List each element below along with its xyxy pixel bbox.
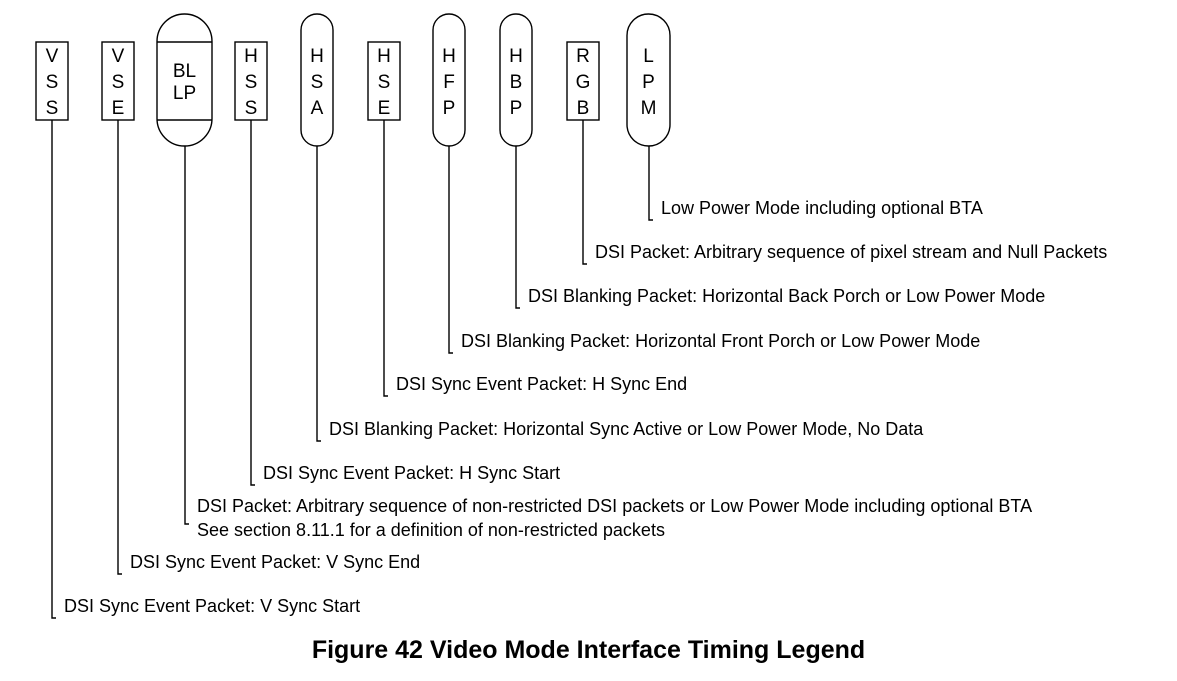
symbol-hbp-leader-line (515, 146, 520, 309)
symbol-bllp-letter: LP (173, 83, 196, 104)
symbol-rgb-letter: G (576, 72, 591, 93)
symbol-bllp-leader-line (184, 146, 189, 525)
symbol-hsa-leader-line (316, 146, 321, 442)
symbol-vse-leader-line (117, 120, 122, 575)
symbol-hse-leader-line (383, 120, 388, 397)
symbol-hse-shape (367, 41, 401, 121)
symbol-vss-description: DSI Sync Event Packet: V Sync Start (64, 596, 360, 616)
symbol-lpm-letter: L (643, 46, 654, 67)
symbol-vss-letter: S (46, 98, 59, 119)
symbol-hsa-description: DSI Blanking Packet: Horizontal Sync Act… (329, 419, 924, 439)
symbol-lpm-letter: P (642, 72, 655, 93)
symbol-hbp-letter: H (509, 46, 523, 67)
symbol-hsa-letter: H (310, 46, 324, 67)
symbol-hss-leader-line (250, 120, 255, 486)
symbol-rgb-letter: R (576, 46, 590, 67)
symbol-hss-shape (234, 41, 268, 121)
symbol-vse-description: DSI Sync Event Packet: V Sync End (130, 552, 420, 572)
figure-caption: Figure 42 Video Mode Interface Timing Le… (311, 636, 866, 664)
symbol-hse-letter: H (377, 46, 391, 67)
symbol-lpm: LPM Low Power Mode including optional BTA (626, 13, 983, 221)
symbol-bllp-description: See section 8.11.1 for a definition of n… (197, 520, 665, 540)
symbol-vse-shape (101, 41, 135, 121)
symbol-rgb-leader-line (582, 120, 587, 265)
symbol-hss-letter: H (244, 46, 258, 67)
symbol-vse-letter: S (112, 72, 125, 93)
symbol-hfp-leader-line (448, 146, 453, 354)
symbol-lpm-letter: M (641, 98, 657, 119)
symbol-vse-letter: E (112, 98, 125, 119)
symbol-hbp-letter: P (510, 98, 523, 119)
symbol-hse-letter: S (378, 72, 391, 93)
symbol-bllp-letter: BL (173, 61, 196, 82)
symbol-hse-letter: E (378, 98, 391, 119)
symbol-hss-description: DSI Sync Event Packet: H Sync Start (263, 463, 560, 483)
symbol-hfp-description: DSI Blanking Packet: Horizontal Front Po… (461, 331, 980, 351)
symbol-vss-letter: V (46, 46, 59, 67)
symbol-rgb-description: DSI Packet: Arbitrary sequence of pixel … (595, 242, 1107, 262)
symbol-lpm-description: Low Power Mode including optional BTA (661, 198, 983, 218)
symbol-hbp-description: DSI Blanking Packet: Horizontal Back Por… (528, 286, 1045, 306)
symbol-rgb: RGB DSI Packet: Arbitrary sequence of pix… (566, 41, 1107, 265)
symbol-hfp-letter: P (443, 98, 456, 119)
symbol-vse-letter: V (112, 46, 125, 67)
symbol-hss-letter: S (245, 72, 258, 93)
symbol-vss-shape (35, 41, 69, 121)
symbol-rgb-shape (566, 41, 600, 121)
symbol-hfp-letter: F (443, 72, 455, 93)
symbol-hss-letter: S (245, 98, 258, 119)
symbol-rgb-letter: B (577, 98, 590, 119)
symbol-bllp-description: DSI Packet: Arbitrary sequence of non-re… (197, 496, 1032, 516)
symbol-vss-leader-line (51, 120, 56, 619)
symbol-hsa-letter: A (311, 98, 324, 119)
symbol-hfp-letter: H (442, 46, 456, 67)
symbol-hsa-letter: S (311, 72, 324, 93)
symbol-hbp-letter: B (510, 72, 523, 93)
symbol-hse-description: DSI Sync Event Packet: H Sync End (396, 374, 687, 394)
symbol-lpm-leader-line (648, 146, 653, 221)
symbol-vss-letter: S (46, 72, 59, 93)
